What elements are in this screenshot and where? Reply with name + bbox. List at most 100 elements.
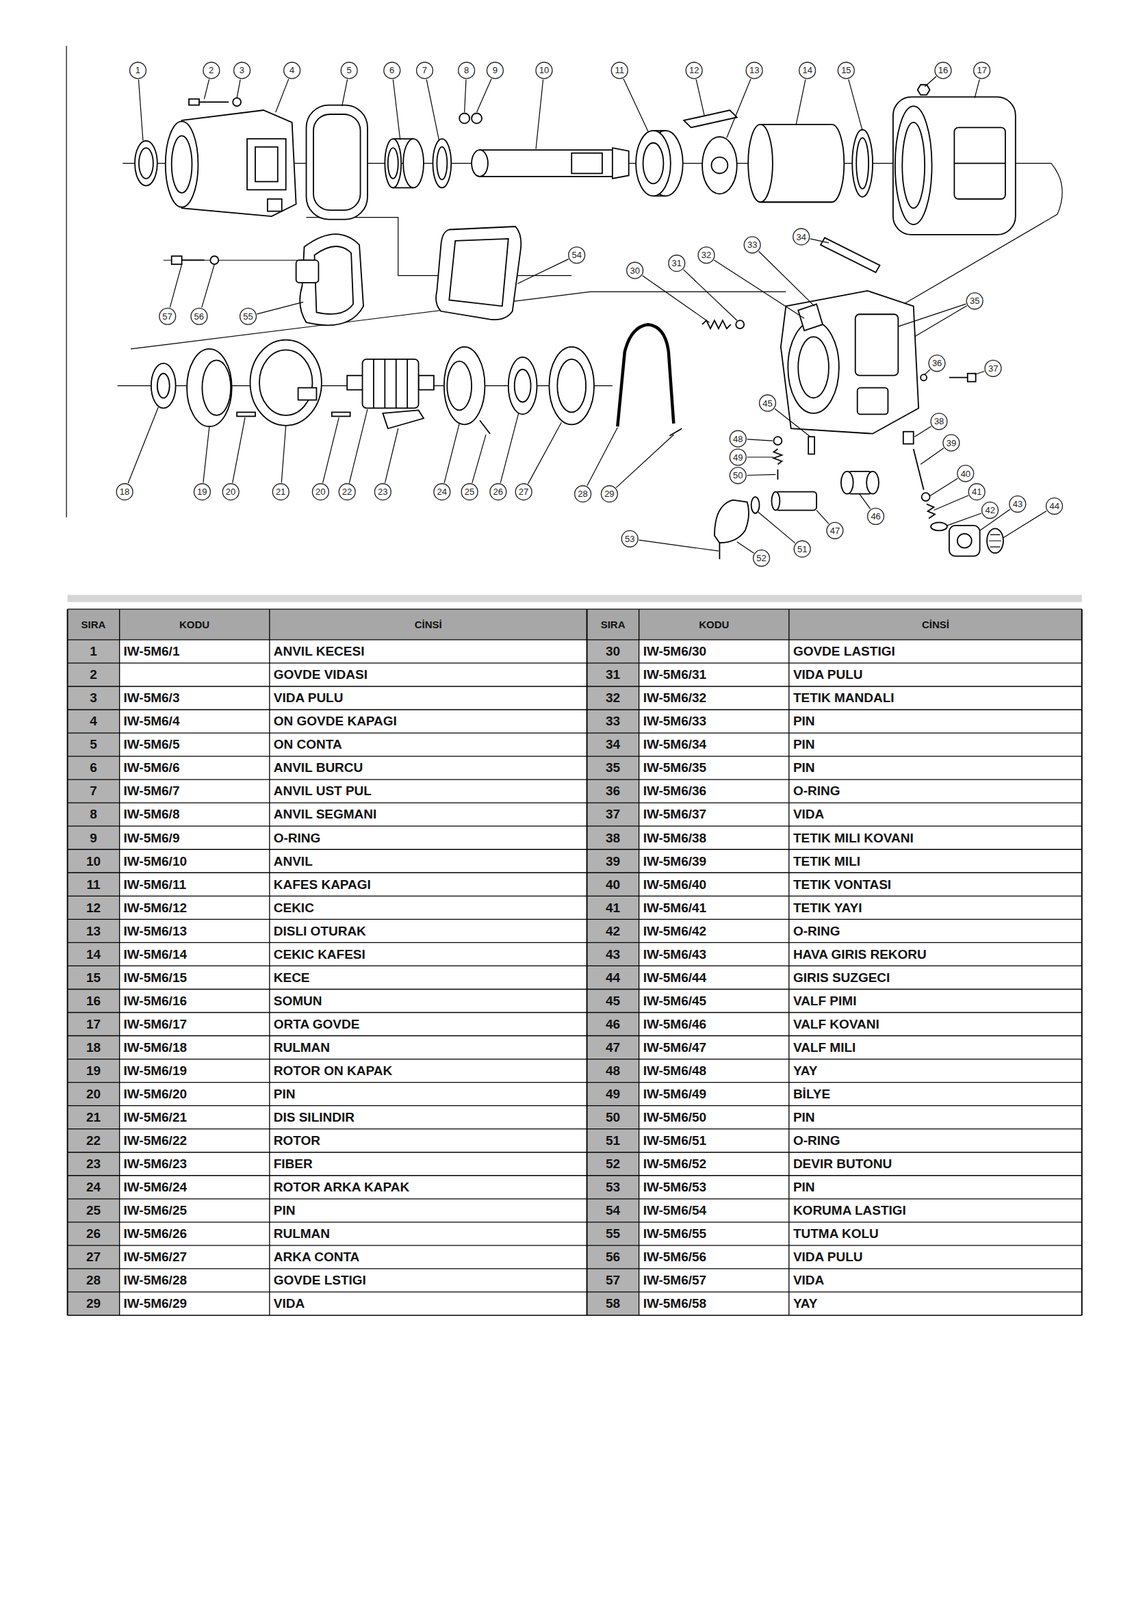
callout-number: 20 <box>312 483 329 501</box>
callout-number: 7 <box>416 62 434 79</box>
part-outline <box>571 153 603 174</box>
part-outline <box>954 127 1006 199</box>
table-cell: VALF KOVANI <box>789 1012 1083 1037</box>
table-grid <box>67 594 1083 1316</box>
table-cell: 8 <box>67 802 120 827</box>
table-rule <box>67 778 1083 780</box>
part-outline <box>852 129 873 197</box>
table-cell: 4 <box>67 709 120 733</box>
part-outline <box>798 303 823 331</box>
callout-number: 6 <box>383 62 401 79</box>
callout-circle <box>1009 496 1026 513</box>
table-cell: IW-5M6/18 <box>119 1036 269 1060</box>
part-outline <box>930 522 948 531</box>
part-outline <box>362 359 419 409</box>
leader-line <box>810 238 829 243</box>
leader-line <box>201 264 215 308</box>
leader-line <box>615 434 674 488</box>
table-cell: TETIK MILI KOVANI <box>789 826 1083 850</box>
leader-line <box>385 428 399 483</box>
table-cell: O-RING <box>789 1129 1083 1153</box>
table-cell: 57 <box>587 1268 640 1293</box>
table-cell: 32 <box>587 686 640 710</box>
table-rule <box>67 1314 1083 1316</box>
table-cell: DISLI OTURAK <box>269 919 588 944</box>
part-outline <box>856 137 869 189</box>
axis-line <box>163 260 307 261</box>
table-cell: VIDA PULU <box>789 663 1083 687</box>
part-outline <box>866 471 879 495</box>
table-cell: IW-5M6/49 <box>639 1082 790 1106</box>
table-cell: IW-5M6/30 <box>639 639 790 664</box>
callout-circle <box>194 483 211 501</box>
part-outline <box>612 147 629 179</box>
callout-circle <box>486 62 504 79</box>
table-cell: RULMAN <box>269 1222 588 1246</box>
leader-line <box>726 78 751 138</box>
part-outline <box>773 448 782 465</box>
table-cell: 55 <box>587 1222 640 1246</box>
leader-line <box>747 439 773 441</box>
table-cell: KECE <box>269 966 588 990</box>
table-cell: IW-5M6/6 <box>119 756 269 780</box>
part-outline <box>314 246 354 315</box>
table-cell: CEKIC KAFESI <box>269 943 588 967</box>
table-rule <box>67 942 1083 944</box>
callout-number: 55 <box>239 307 256 325</box>
table-cell: ARKA CONTA <box>269 1245 588 1269</box>
part-outline <box>777 469 779 480</box>
leader-line <box>747 456 775 458</box>
callout-circle <box>928 355 946 372</box>
part-outline <box>643 143 664 185</box>
table-cell: YAY <box>789 1059 1083 1083</box>
callout-circle <box>416 62 434 79</box>
part-outline <box>841 471 854 495</box>
leader-line <box>816 510 829 525</box>
leader-line <box>623 78 649 132</box>
part-outline <box>669 428 682 436</box>
part-outline <box>635 130 671 196</box>
leader-line <box>947 513 982 526</box>
callout-number: 16 <box>934 62 952 79</box>
part-outline <box>418 375 434 391</box>
part-outline <box>857 388 889 415</box>
table-rule <box>67 609 69 1316</box>
part-outline <box>306 105 368 220</box>
part-outline <box>259 349 313 415</box>
table-cell: O-RING <box>789 779 1083 803</box>
part-outline <box>267 199 282 212</box>
leader-line <box>713 260 805 319</box>
part-outline <box>808 436 815 454</box>
callout-circle <box>535 62 553 79</box>
leader-line <box>464 79 467 113</box>
callout-circle <box>240 307 257 325</box>
callout-number: 17 <box>973 62 991 79</box>
table-cell: 37 <box>587 802 640 827</box>
part-outline <box>171 255 183 265</box>
callout-circle <box>130 62 147 79</box>
table-cell: 3 <box>67 686 120 710</box>
part-outline <box>926 504 935 519</box>
part-outline <box>773 436 782 445</box>
callout-circle <box>600 485 618 503</box>
table-cell: IW-5M6/38 <box>639 826 790 850</box>
table-cell: ANVIL SEGMANI <box>269 802 588 827</box>
callout-circle <box>338 483 356 501</box>
table-rule <box>638 609 640 1316</box>
part-outline <box>855 314 899 376</box>
leader-line <box>747 474 777 475</box>
table-cell: PIN <box>269 1082 588 1106</box>
leader-line <box>587 427 618 486</box>
callout-circle <box>574 485 592 503</box>
leader-line <box>349 409 368 484</box>
table-cell: IW-5M6/7 <box>119 779 269 803</box>
table-cell: 16 <box>67 989 120 1013</box>
callout-number: 24 <box>433 483 451 501</box>
part-outline <box>165 121 199 207</box>
callout-circle <box>729 448 746 466</box>
part-outline <box>967 373 976 382</box>
callout-circle <box>203 62 220 79</box>
leader-line <box>914 426 931 437</box>
table-cell: IW-5M6/45 <box>639 989 790 1013</box>
